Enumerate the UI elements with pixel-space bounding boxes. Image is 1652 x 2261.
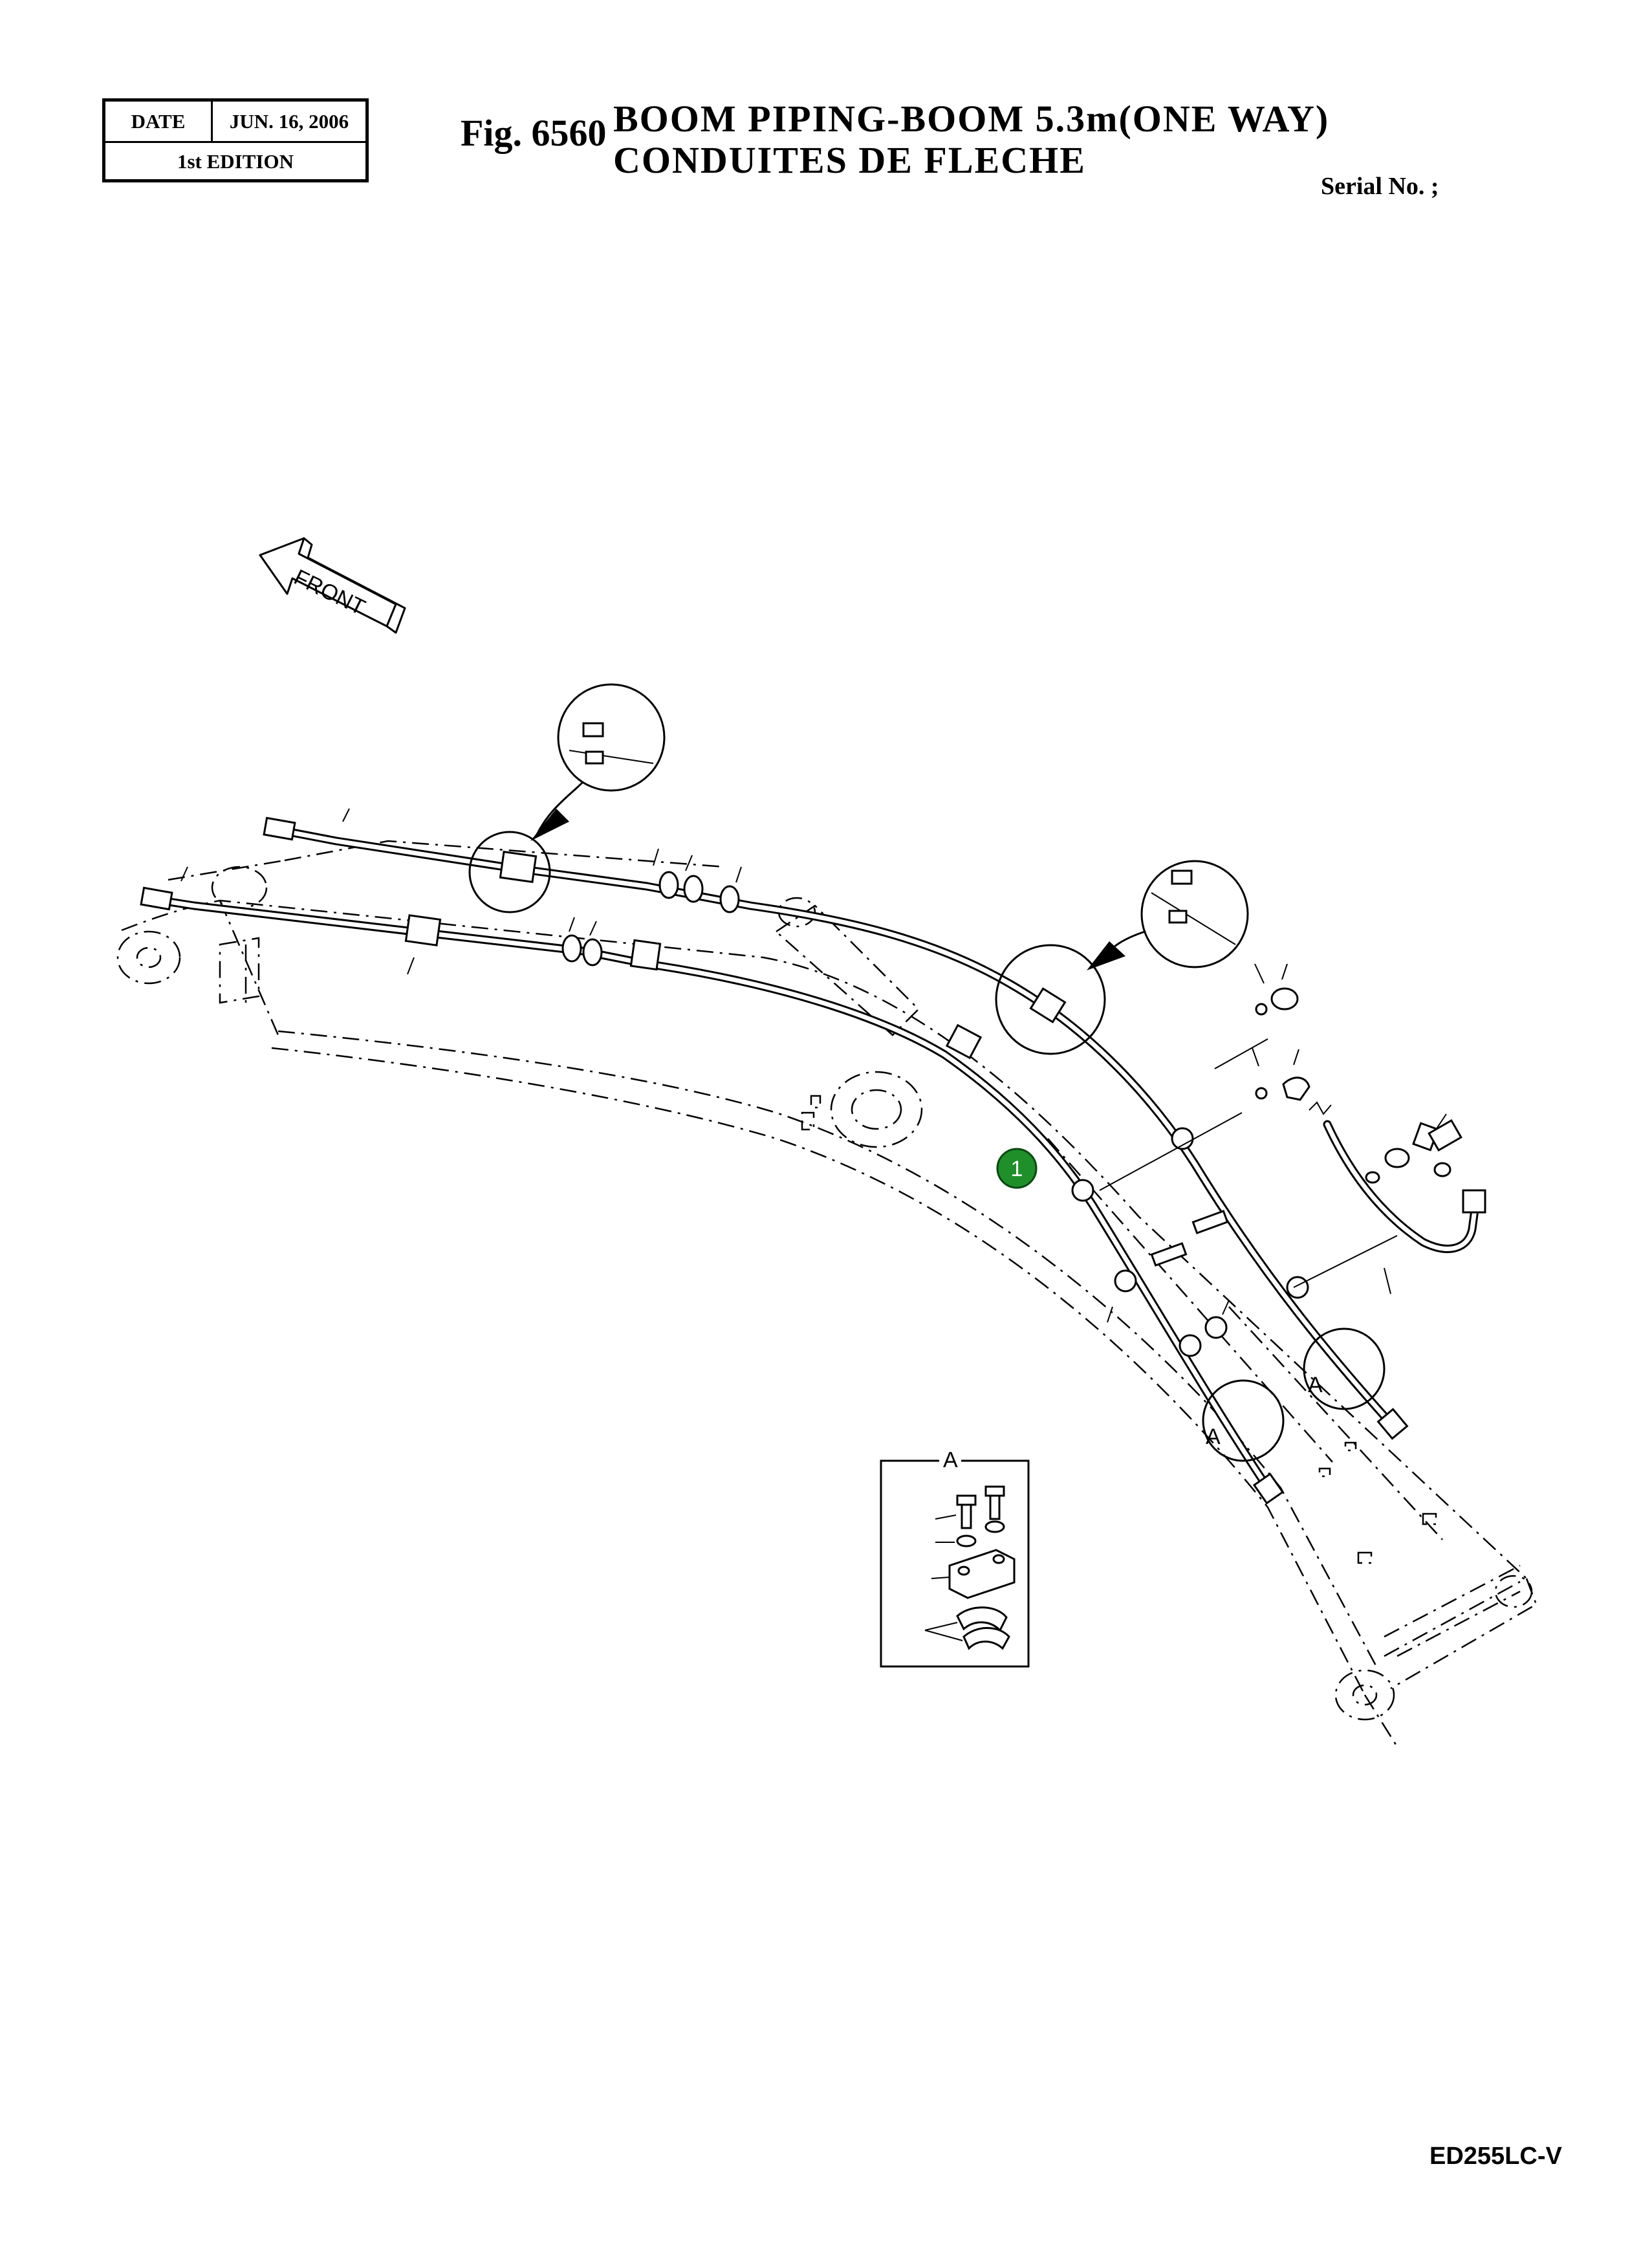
- detail-a-label: A: [943, 1448, 958, 1472]
- hotspot-label: 1: [1011, 1157, 1023, 1181]
- front-arrow-label: FRONT: [290, 565, 369, 620]
- detail-a-inset: A: [880, 1448, 1030, 1668]
- rear-hose-assembly: [1099, 987, 1486, 1294]
- page-subtitle: CONDUITES DE FLECHE: [613, 139, 1086, 181]
- detail-magnifiers: A A: [468, 683, 1386, 1462]
- model-code: ED255LC-V: [1429, 2143, 1562, 2170]
- boom-body: [116, 840, 1538, 1747]
- upper-hose-line: [271, 825, 1395, 1428]
- front-arrow-icon: FRONT: [259, 537, 406, 634]
- hose-end-fittings: [140, 816, 1409, 1505]
- callout-a-right: A: [1308, 1373, 1323, 1397]
- date-label: DATE: [105, 102, 213, 141]
- part-hotspot-1[interactable]: 1: [996, 1148, 1038, 1189]
- callout-a-left: A: [1206, 1425, 1221, 1449]
- serial-number-label: Serial No. ;: [1321, 173, 1439, 200]
- edition-label: 1st EDITION: [177, 150, 294, 173]
- figure-number: Fig. 6560: [461, 112, 607, 154]
- page-title: BOOM PIPING-BOOM 5.3m(ONE WAY): [613, 98, 1330, 140]
- date-row: DATE JUN. 16, 2006: [105, 102, 365, 143]
- lower-hose-line: [148, 895, 1272, 1492]
- hose-clamps: [404, 851, 1309, 1357]
- leader-lines: [180, 808, 1447, 1323]
- date-value: JUN. 16, 2006: [229, 109, 349, 133]
- edition-table: DATE JUN. 16, 2006 1st EDITION: [102, 98, 369, 182]
